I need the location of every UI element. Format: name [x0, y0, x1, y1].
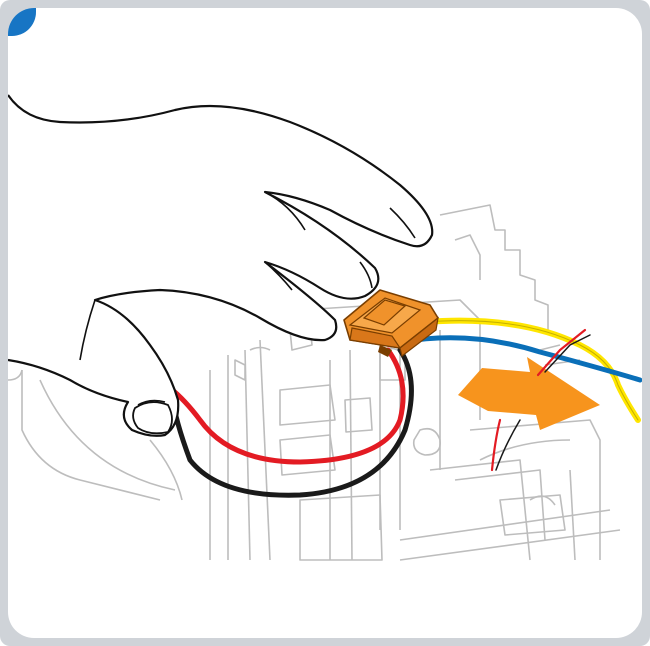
install-cable-connector-illustration	[8, 8, 642, 638]
cable-connector	[344, 290, 438, 357]
illustration-panel	[8, 8, 642, 638]
hand-outline	[8, 95, 432, 436]
red-wire	[170, 350, 403, 462]
thumbnail	[133, 402, 172, 433]
